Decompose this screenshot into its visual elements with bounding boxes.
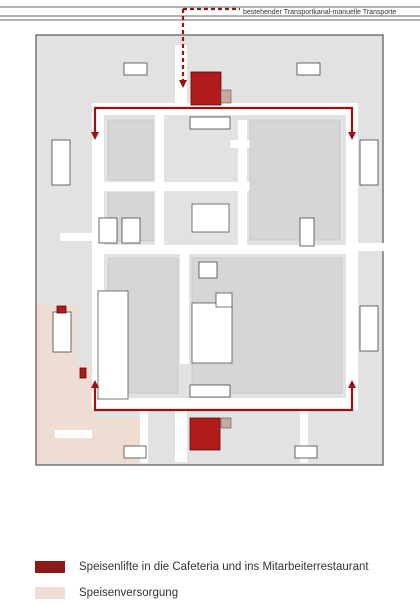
route-arrows [91,80,356,388]
existing-transport-channel [0,6,420,21]
stair-cores [51,62,379,459]
legend-swatch-food-supply [35,587,65,599]
lift-shafts [220,89,232,429]
legend-swatch-food-lifts [35,561,65,573]
legend-item-food-supply: Speisenversorgung [35,584,415,604]
legend-label-food-supply: Speisenversorgung [79,587,179,599]
transport-channel-label: bestehender Transportkanal-manuelle Tran… [243,9,396,16]
food-lifts [56,71,222,451]
legend-item-food-lifts: Speisenlifte in die Cafeteria und ins Mi… [35,558,415,578]
legend-label-food-lifts: Speisenlifte in die Cafeteria und ins Mi… [79,561,369,573]
interior-boxes [97,203,233,400]
transport-route [93,7,354,412]
